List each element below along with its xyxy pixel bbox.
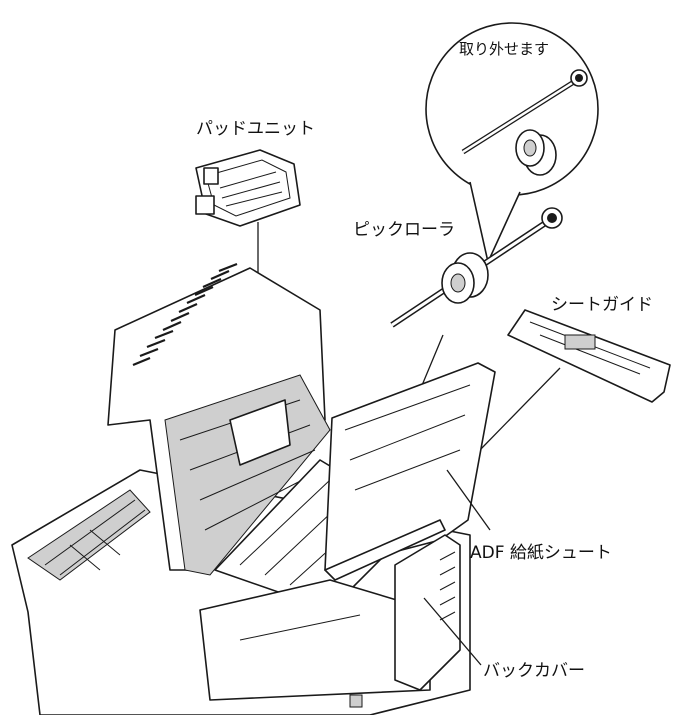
pad-unit-label: パッドユニット bbox=[196, 119, 315, 139]
callout-tail bbox=[469, 181, 521, 263]
sheet-guide-leader bbox=[477, 367, 561, 453]
feed-path bbox=[164, 374, 331, 576]
pick-roller-label: ピックローラ bbox=[353, 220, 455, 240]
sheet-guide-label: シートガイド bbox=[551, 295, 653, 315]
pick-roller-part bbox=[390, 207, 563, 328]
removable-callout bbox=[425, 22, 599, 263]
cover-vents bbox=[132, 262, 238, 367]
back-cover-leader bbox=[423, 597, 482, 666]
adf-chute-leader bbox=[446, 469, 491, 531]
adf-chute-part bbox=[324, 362, 496, 581]
pad-unit-part bbox=[195, 149, 301, 227]
removed-roller-icon bbox=[515, 129, 557, 176]
sheet-guide-part bbox=[507, 309, 671, 403]
adf-chute-label: ADF 給紙シュート bbox=[470, 543, 612, 563]
back-cover-label: バックカバー bbox=[483, 661, 585, 681]
operator-panel bbox=[27, 489, 151, 581]
removable-label: 取り外せます bbox=[459, 40, 550, 58]
back-cover-part bbox=[349, 534, 461, 708]
